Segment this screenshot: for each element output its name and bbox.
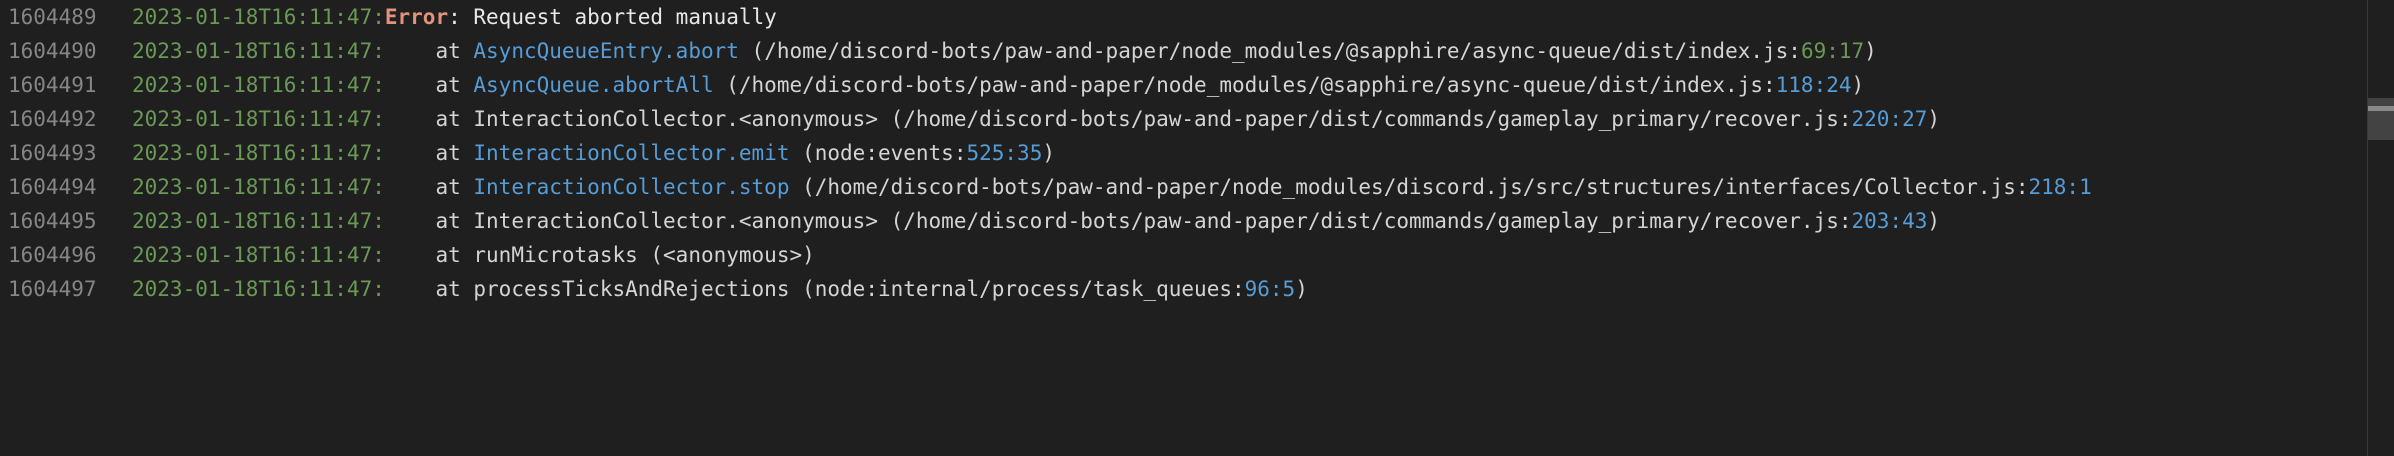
panel-separator bbox=[2367, 0, 2368, 456]
stack-frame-location: 218:1 bbox=[2028, 175, 2092, 199]
stack-frame-function: AsyncQueue.abortAll bbox=[473, 73, 714, 97]
stack-indent: at bbox=[384, 73, 474, 97]
stack-frame-paren-close: ) bbox=[1927, 107, 1941, 131]
vertical-scrollbar-track[interactable] bbox=[2368, 0, 2394, 456]
stack-frame-function: InteractionCollector.<anonymous> bbox=[473, 107, 878, 131]
stack-indent: at bbox=[384, 209, 474, 233]
stack-indent: at bbox=[384, 243, 474, 267]
stack-frame-function: processTicksAndRejections (node:internal… bbox=[473, 277, 1245, 301]
stack-indent: at bbox=[384, 107, 474, 131]
log-line[interactable]: 1604491 2023-01-18T16:11:47: at AsyncQueu… bbox=[0, 68, 2394, 102]
log-line[interactable]: 1604490 2023-01-18T16:11:47: at AsyncQueu… bbox=[0, 34, 2394, 68]
stack-frame-path: (/home/discord-bots/paw-and-paper/dist/c… bbox=[877, 107, 1852, 131]
line-number: 1604496 bbox=[8, 243, 97, 267]
line-number: 1604493 bbox=[8, 141, 97, 165]
stack-frame-location: 220:27 bbox=[1851, 107, 1928, 131]
stack-frame-paren-close: ) bbox=[1295, 277, 1308, 301]
line-number: 1604494 bbox=[8, 175, 97, 199]
log-timestamp: 2023-01-18T16:11:47: bbox=[132, 277, 385, 301]
log-timestamp: 2023-01-18T16:11:47: bbox=[132, 107, 385, 131]
line-number: 1604492 bbox=[8, 107, 97, 131]
stack-frame-path: (/home/discord-bots/paw-and-paper/node_m… bbox=[789, 175, 2029, 199]
stack-indent: at bbox=[384, 277, 474, 301]
stack-indent: at bbox=[384, 141, 474, 165]
stack-frame-paren-close: ) bbox=[1927, 209, 1941, 233]
severity-separator: : bbox=[448, 5, 474, 29]
stack-frame-path: (/home/discord-bots/paw-and-paper/node_m… bbox=[738, 39, 1801, 63]
log-line[interactable]: 1604496 2023-01-18T16:11:47: at runMicrot… bbox=[0, 238, 2394, 272]
stack-frame-paren-close: ) bbox=[1042, 141, 1055, 165]
stack-frame-path: (node:events: bbox=[789, 141, 967, 165]
severity-label: Error bbox=[384, 5, 449, 29]
log-line[interactable]: 1604495 2023-01-18T16:11:47: at Interacti… bbox=[0, 204, 2394, 238]
log-line[interactable]: 1604497 2023-01-18T16:11:47: at processTi… bbox=[0, 272, 2394, 306]
stack-frame-location: 96:5 bbox=[1244, 277, 1296, 301]
stack-frame-location: 69:17 bbox=[1800, 39, 1865, 63]
stack-frame-location: 203:43 bbox=[1851, 209, 1928, 233]
stack-frame-function: InteractionCollector.stop bbox=[473, 175, 790, 199]
stack-frame-location: 525:35 bbox=[966, 141, 1043, 165]
stack-frame-paren-close: ) bbox=[1864, 39, 1877, 63]
stack-frame-function: AsyncQueueEntry.abort bbox=[473, 39, 739, 63]
log-line[interactable]: 1604493 2023-01-18T16:11:47: at Interacti… bbox=[0, 136, 2394, 170]
stack-indent: at bbox=[384, 39, 474, 63]
line-number: 1604489 bbox=[8, 5, 97, 29]
stack-frame-function: InteractionCollector.emit bbox=[473, 141, 790, 165]
line-number: 1604490 bbox=[8, 39, 97, 63]
scrollbar-position-marker bbox=[2368, 106, 2394, 111]
stack-frame-path: (/home/discord-bots/paw-and-paper/dist/c… bbox=[877, 209, 1852, 233]
log-timestamp: 2023-01-18T16:11:47: bbox=[132, 5, 385, 29]
log-message: Request aborted manually bbox=[473, 5, 777, 29]
log-line[interactable]: 1604494 2023-01-18T16:11:47: at Interacti… bbox=[0, 170, 2394, 204]
line-number: 1604491 bbox=[8, 73, 97, 97]
log-timestamp: 2023-01-18T16:11:47: bbox=[132, 243, 385, 267]
log-line[interactable]: 1604492 2023-01-18T16:11:47: at Interacti… bbox=[0, 102, 2394, 136]
stack-frame-function: InteractionCollector.<anonymous> bbox=[473, 209, 878, 233]
vertical-scrollbar-thumb[interactable] bbox=[2368, 98, 2394, 140]
log-timestamp: 2023-01-18T16:11:47: bbox=[132, 175, 385, 199]
log-timestamp: 2023-01-18T16:11:47: bbox=[132, 209, 385, 233]
line-number: 1604495 bbox=[8, 209, 97, 233]
log-line[interactable]: 1604489 2023-01-18T16:11:47:Error: Reques… bbox=[0, 0, 2394, 34]
stack-indent: at bbox=[384, 175, 474, 199]
log-timestamp: 2023-01-18T16:11:47: bbox=[132, 141, 385, 165]
line-number: 1604497 bbox=[8, 277, 97, 301]
log-timestamp: 2023-01-18T16:11:47: bbox=[132, 73, 385, 97]
stack-frame-path: (/home/discord-bots/paw-and-paper/node_m… bbox=[713, 73, 1776, 97]
stack-frame-location: 118:24 bbox=[1775, 73, 1852, 97]
log-timestamp: 2023-01-18T16:11:47: bbox=[132, 39, 385, 63]
stack-frame-function: runMicrotasks (<anonymous>) bbox=[473, 243, 815, 267]
stack-frame-paren-close: ) bbox=[1851, 73, 1865, 97]
